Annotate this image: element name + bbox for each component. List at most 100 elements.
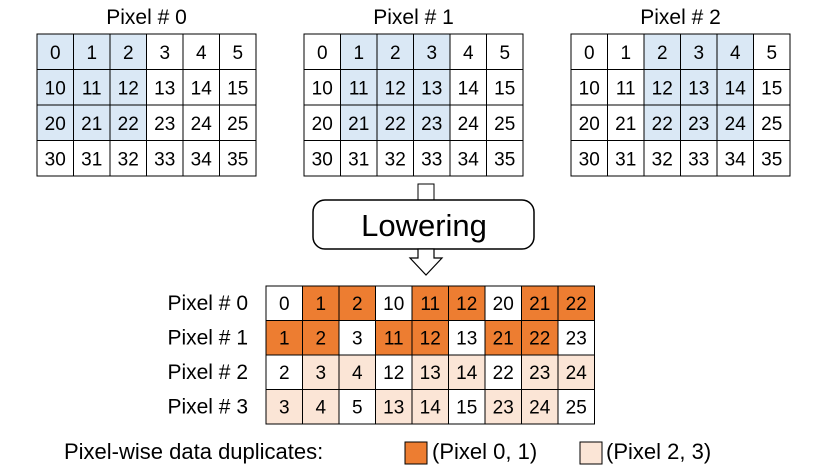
- grid-cell: [680, 140, 718, 177]
- grid-cell-value: 10: [312, 79, 333, 100]
- lowered-cell: [557, 320, 595, 356]
- grid-cell-value: 32: [118, 150, 139, 171]
- lowered-cell-value: 24: [566, 363, 588, 384]
- grid-cell: [303, 69, 341, 106]
- grid-cell: [219, 140, 257, 177]
- grid-cell-value: 30: [579, 150, 600, 171]
- grid-cell-value: 11: [82, 79, 102, 100]
- grid-cell: [73, 69, 111, 106]
- grid-cell: [753, 104, 791, 141]
- grid-cell-value: 34: [458, 150, 480, 171]
- grid-cell-value: 14: [458, 79, 480, 100]
- lowered-cell-value: 14: [456, 363, 478, 384]
- lowered-cell: [375, 320, 413, 356]
- grid-cell: [413, 140, 451, 177]
- grid-cell-value: 21: [81, 114, 102, 135]
- lowered-cell-value: 3: [279, 398, 290, 419]
- grid-cell-value: 0: [50, 43, 61, 64]
- lowered-cell: [557, 354, 595, 390]
- grid-cell: [716, 33, 754, 70]
- lowered-cell: [521, 354, 559, 390]
- lowered-cell-value: 23: [529, 363, 550, 384]
- grid-cell-value: 2: [123, 43, 134, 64]
- grid-cell-value: 32: [385, 150, 406, 171]
- lowered-cell: [411, 320, 449, 356]
- lowered-cell-value: 2: [352, 294, 363, 315]
- grid-cell-value: 24: [725, 114, 747, 135]
- grid-cell: [607, 140, 645, 177]
- grid-cell-value: 0: [317, 43, 328, 64]
- grid-cell: [219, 69, 257, 106]
- grid-title: Pixel # 1: [373, 6, 454, 29]
- grid-cell-value: 24: [458, 114, 480, 135]
- lowered-cell-value: 13: [420, 363, 441, 384]
- lowered-cell-value: 0: [279, 294, 290, 315]
- lowered-cell-value: 2: [279, 363, 290, 384]
- down-arrow-icon: [408, 248, 444, 276]
- grid-cell: [486, 69, 524, 106]
- grid-title: Pixel # 2: [640, 6, 721, 29]
- lowered-cell: [411, 389, 449, 425]
- grid-cell: [413, 33, 451, 70]
- grid-cell-value: 3: [693, 43, 704, 64]
- grid-title: Pixel # 0: [106, 6, 187, 29]
- grid-cell-value: 14: [725, 79, 747, 100]
- grid-cell-value: 11: [616, 79, 636, 100]
- grid-cell: [607, 33, 645, 70]
- lowered-cell: [375, 389, 413, 425]
- grid-cell: [607, 69, 645, 106]
- grid-cell: [146, 140, 184, 177]
- grid-cell-value: 13: [421, 79, 442, 100]
- grid-cell-value: 24: [191, 114, 213, 135]
- lowered-cell-value: 24: [529, 398, 551, 419]
- grid-cell-value: 12: [385, 79, 406, 100]
- legend-item-pixel-0-1: (Pixel 0, 1): [432, 439, 537, 464]
- grid-cell: [146, 104, 184, 141]
- grid-cell-value: 1: [620, 43, 631, 64]
- grid-cell-value: 31: [615, 150, 636, 171]
- lowered-cell-value: 21: [529, 294, 550, 315]
- grid-cell: [680, 104, 718, 141]
- grid-cell-value: 5: [232, 43, 243, 64]
- row-label: Pixel # 3: [167, 396, 248, 419]
- grid-cell: [486, 33, 524, 70]
- grid-cell-value: 30: [312, 150, 333, 171]
- grid-cell: [449, 140, 487, 177]
- lowered-cell: [521, 389, 559, 425]
- grid-cell-value: 20: [312, 114, 333, 135]
- grid-cell: [753, 140, 791, 177]
- grid-cell-value: 35: [227, 150, 248, 171]
- lowered-cell-value: 5: [352, 398, 363, 419]
- lowered-cell-value: 23: [566, 329, 587, 350]
- grid-cell-value: 31: [81, 150, 102, 171]
- grid-cell-value: 21: [348, 114, 369, 135]
- grid-cell-value: 13: [688, 79, 709, 100]
- lowered-cell: [338, 354, 376, 390]
- lowered-cell: [484, 285, 522, 321]
- grid-cell: [486, 140, 524, 177]
- legend: Pixel-wise data duplicates: (Pixel 0, 1)…: [64, 439, 711, 465]
- grid-cell-value: 23: [421, 114, 442, 135]
- lowered-cell: [302, 354, 340, 390]
- legend-item-pixel-2-3: (Pixel 2, 3): [606, 439, 711, 464]
- row-label: Pixel # 2: [167, 361, 248, 384]
- lowered-cell: [375, 285, 413, 321]
- grid-cell-value: 22: [652, 114, 673, 135]
- lowered-cell-value: 13: [383, 398, 404, 419]
- connector-block: [417, 183, 435, 201]
- lowered-cell-value: 12: [456, 294, 477, 315]
- lowered-cell-value: 10: [383, 294, 404, 315]
- grid-cell-value: 25: [761, 114, 782, 135]
- grid-cell: [376, 140, 414, 177]
- grid-cell-value: 15: [227, 79, 248, 100]
- grid-cell-value: 34: [191, 150, 213, 171]
- lowered-cell: [557, 389, 595, 425]
- grid-cell-value: 20: [45, 114, 66, 135]
- lowered-cell-value: 22: [529, 329, 550, 350]
- lowered-cell-value: 14: [420, 398, 442, 419]
- lowered-cell-value: 21: [493, 329, 514, 350]
- grid-cell-value: 10: [579, 79, 600, 100]
- grid-cell-value: 3: [426, 43, 437, 64]
- grid-cell: [643, 33, 681, 70]
